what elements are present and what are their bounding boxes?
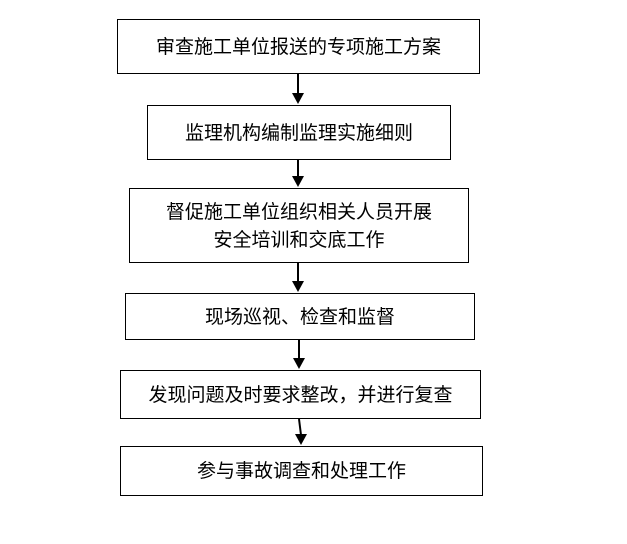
step-4-box: 现场巡视、检查和监督	[125, 293, 475, 340]
arrow-5-to-6	[295, 418, 307, 445]
step-3-text-line-2: 安全培训和交底工作	[213, 228, 385, 251]
step-4-text: 现场巡视、检查和监督	[204, 305, 395, 328]
step-2-text: 监理机构编制监理实施细则	[184, 121, 413, 144]
step-6-text: 参与事故调查和处理工作	[196, 460, 406, 482]
step-3-box: 督促施工单位组织相关人员开展 安全培训和交底工作	[129, 188, 469, 263]
step-2-box: 监理机构编制监理实施细则	[147, 105, 451, 160]
step-5-text: 发现问题及时要求整改，并进行复查	[148, 383, 453, 406]
arrow-3-to-4	[292, 263, 304, 292]
arrow-4-to-5	[293, 340, 305, 369]
step-5-box: 发现问题及时要求整改，并进行复查	[120, 370, 481, 419]
step-3-text-line-1: 督促施工单位组织相关人员开展	[165, 200, 432, 223]
arrow-1-to-2	[292, 74, 304, 104]
step-1-text: 审查施工单位报送的专项施工方案	[155, 35, 441, 58]
step-6-box: 参与事故调查和处理工作	[120, 446, 483, 496]
step-1-box: 审查施工单位报送的专项施工方案	[117, 19, 480, 74]
arrow-2-to-3	[292, 160, 304, 187]
